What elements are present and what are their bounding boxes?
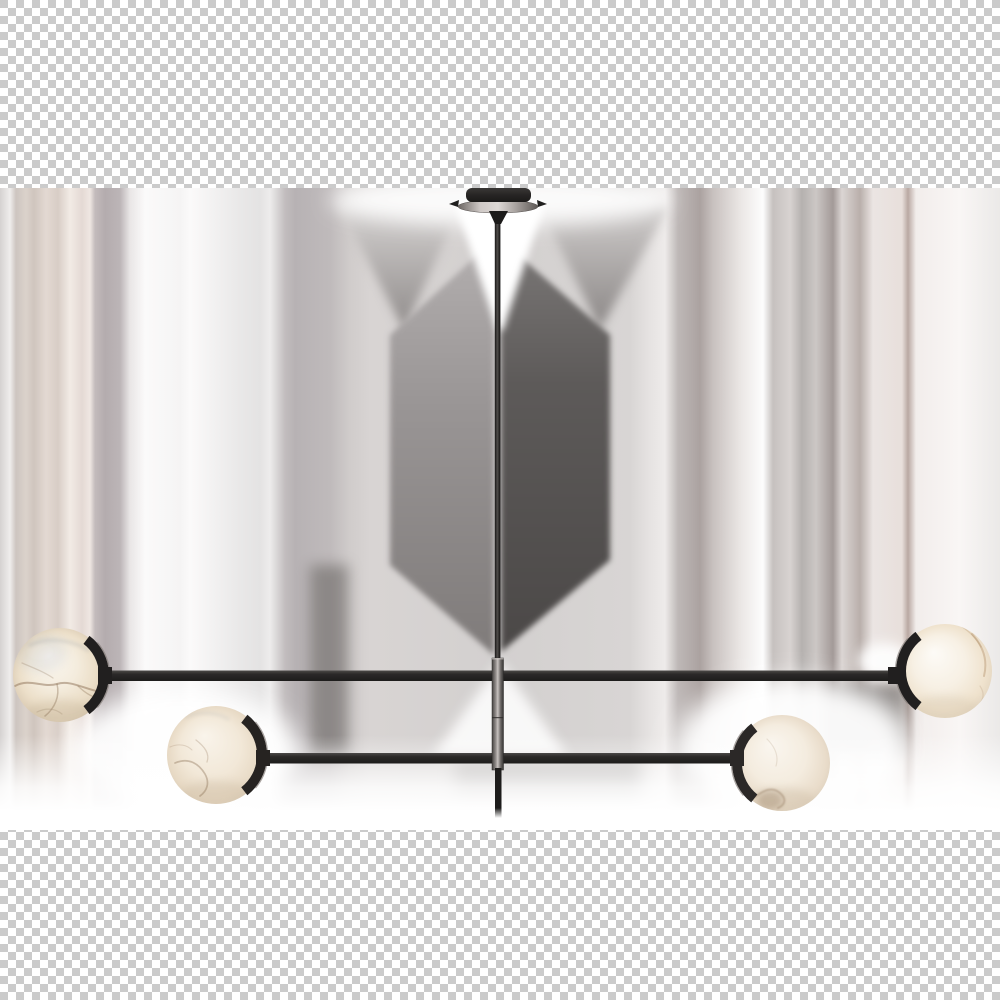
globe-upper-left-vein (36, 708, 63, 715)
globe-upper-right-sphere (898, 624, 992, 718)
sleeve-seam (492, 717, 504, 719)
globe-upper-right-vein (971, 633, 987, 677)
keystone-shadow-left (390, 240, 494, 655)
center-sleeve (491, 657, 504, 771)
globe-lower-right (730, 715, 830, 811)
globe-lower-left-sphere (167, 706, 265, 804)
ceiling-wedge-left (338, 202, 462, 330)
globe-lower-right-vein (754, 788, 786, 809)
transparency-checkerboard-top (0, 0, 1000, 188)
bottom-rod-tip (495, 768, 502, 818)
globe-lower-left-vein (195, 739, 209, 763)
globe-upper-left-vein (44, 683, 59, 717)
canopy-tab-left (449, 200, 459, 207)
globe-upper-left-vein (28, 638, 90, 652)
globe-lower-right-sphere (734, 715, 830, 811)
globe-upper-right (888, 624, 992, 718)
product-photo (0, 188, 1000, 830)
globe-lower-right-vein (766, 738, 778, 767)
dark-bokeh-patch-left (310, 565, 348, 755)
globe-upper-left-mount-block (98, 667, 112, 684)
globe-upper-left-vein (14, 681, 101, 693)
globe-lower-left-mount-block (256, 750, 270, 766)
chandelier-product-image (0, 188, 1000, 830)
transparency-checkerboard-bottom (0, 830, 1000, 1000)
globe-lower-left (167, 706, 270, 804)
globe-lower-right-mount-block (730, 750, 744, 766)
globe-lower-left-vein (184, 711, 230, 721)
globe-upper-left (13, 628, 112, 722)
keystone-shadow-right (501, 240, 610, 652)
canopy-disc (466, 188, 531, 202)
globe-upper-left-sphere (13, 628, 107, 722)
globe-lower-left-vein (169, 744, 193, 751)
ceiling-wedge-right (538, 202, 668, 330)
canopy-cone (489, 211, 508, 224)
globe-upper-left-vein (21, 662, 54, 679)
stem-rod (494, 210, 501, 660)
sleeve-top-cap (492, 658, 504, 660)
canopy-tab-right (537, 200, 547, 207)
globe-lower-left-vein (174, 759, 209, 797)
globe-upper-right-mount-block (888, 667, 902, 684)
